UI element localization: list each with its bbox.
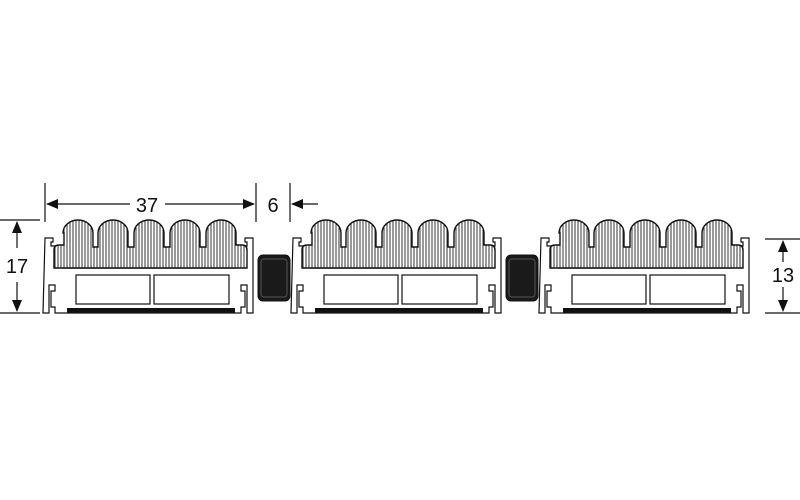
arrow-left-icon: [46, 199, 58, 209]
spacer-inner: [508, 258, 536, 298]
hollow-chamber: [75, 274, 151, 305]
arrow-up-icon: [778, 240, 788, 252]
arrow-up-icon: [12, 221, 22, 233]
spacer-inner: [260, 258, 288, 298]
base-strip: [315, 308, 483, 313]
brush-insert: [53, 219, 248, 269]
rubber-spacer: [505, 254, 539, 302]
dimension-gap: 6: [267, 195, 318, 217]
spacers-group: [257, 254, 539, 302]
arrow-right-icon: [243, 199, 255, 209]
mat-profile: [538, 219, 750, 314]
hollow-chamber: [401, 274, 478, 305]
dimension-width: 37: [44, 183, 291, 222]
rubber-spacer: [257, 254, 291, 302]
profiles-group: [42, 219, 750, 314]
dimension-height-total: 17: [0, 219, 40, 314]
base-strip: [563, 308, 731, 313]
height-total-label: 17: [6, 256, 28, 278]
hollow-chamber: [649, 274, 726, 305]
hollow-chamber: [323, 274, 399, 305]
arrow-down-icon: [778, 300, 788, 312]
arrow-down-icon: [12, 300, 22, 312]
gap-label: 6: [267, 195, 278, 217]
base-strip: [67, 308, 235, 313]
height-base-label: 13: [772, 265, 794, 287]
dimension-height-base: 13: [765, 238, 800, 314]
hollow-chamber: [571, 274, 647, 305]
brush-insert: [301, 219, 496, 269]
mat-profile: [290, 219, 502, 314]
brush-insert: [549, 219, 744, 269]
arrow-left-icon: [291, 199, 303, 209]
mat-profile: [42, 219, 254, 314]
hollow-chamber: [153, 274, 230, 305]
width-label: 37: [136, 195, 158, 217]
